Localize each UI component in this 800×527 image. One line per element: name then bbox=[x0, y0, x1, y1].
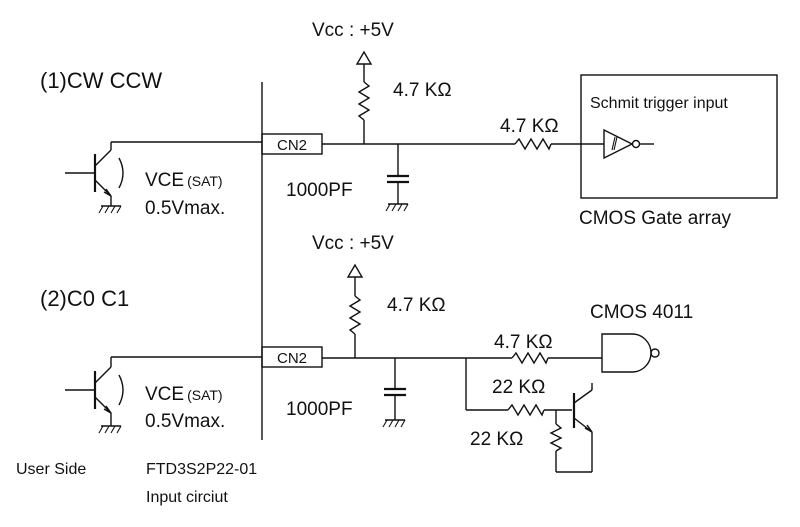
pullup-resistor-2 bbox=[348, 295, 362, 335]
pullup-value-2: 4.7 KΩ bbox=[387, 295, 446, 316]
transistor-2-symbol bbox=[65, 357, 124, 434]
base-resistor-2-value: 22 KΩ bbox=[470, 429, 523, 450]
cmos-gate-array-box bbox=[580, 74, 778, 199]
series-value-2: 4.7 KΩ bbox=[494, 332, 553, 353]
base-resistor-1 bbox=[507, 403, 545, 417]
transistor-3-symbol bbox=[572, 383, 593, 472]
series-value-1: 4.7 KΩ bbox=[500, 116, 559, 137]
pullup-value-1: 4.7 KΩ bbox=[393, 80, 452, 101]
vcc-label-1: Vcc : +5V bbox=[312, 20, 394, 41]
vce-sat-1: (SAT) bbox=[187, 173, 223, 189]
base-resistor-1-value: 22 KΩ bbox=[492, 377, 545, 398]
vce-label-2: VCE(SAT) bbox=[145, 384, 223, 405]
vce-prefix-2: VCE bbox=[145, 384, 184, 405]
capacitor-value-2: 1000PF bbox=[286, 399, 353, 420]
base-resistor-2 bbox=[549, 423, 563, 452]
capacitor-value-1: 1000PF bbox=[286, 180, 353, 201]
schmitt-trigger-label: Schmit trigger input bbox=[590, 95, 728, 112]
connector-cn2-2 bbox=[261, 346, 323, 368]
user-side-label: User Side bbox=[16, 461, 86, 478]
series-resistor-2 bbox=[511, 351, 549, 365]
capacitor-1 bbox=[385, 144, 409, 212]
vce-max-2: 0.5Vmax. bbox=[145, 411, 225, 432]
section2-title: (2)C0 C1 bbox=[40, 286, 129, 311]
vce-label-1: VCE(SAT) bbox=[145, 170, 223, 191]
vcc-label-2: Vcc : +5V bbox=[312, 233, 394, 254]
vcc-arrow-2 bbox=[346, 263, 364, 278]
connector-label-2: CN2 bbox=[277, 350, 307, 367]
nand-gate-symbol bbox=[601, 333, 660, 373]
vcc-arrow-1 bbox=[355, 50, 373, 65]
section1-title: (1)CW CCW bbox=[40, 68, 162, 93]
gate-array-label: CMOS Gate array bbox=[579, 208, 732, 229]
pullup-resistor-1 bbox=[357, 81, 371, 121]
schmitt-inverter-symbol bbox=[603, 128, 654, 160]
vce-prefix-1: VCE bbox=[145, 170, 184, 191]
board-label: FTD3S2P22-01 bbox=[146, 461, 257, 478]
vce-max-1: 0.5Vmax. bbox=[145, 198, 225, 219]
vce-sat-2: (SAT) bbox=[187, 387, 223, 403]
connector-label-1: CN2 bbox=[277, 137, 307, 154]
series-resistor-1 bbox=[514, 137, 552, 151]
capacitor-2 bbox=[382, 358, 406, 428]
input-circuit-label: Input circiut bbox=[146, 489, 228, 506]
cmos-4011-label: CMOS 4011 bbox=[590, 302, 693, 323]
transistor-1-symbol bbox=[65, 142, 124, 214]
